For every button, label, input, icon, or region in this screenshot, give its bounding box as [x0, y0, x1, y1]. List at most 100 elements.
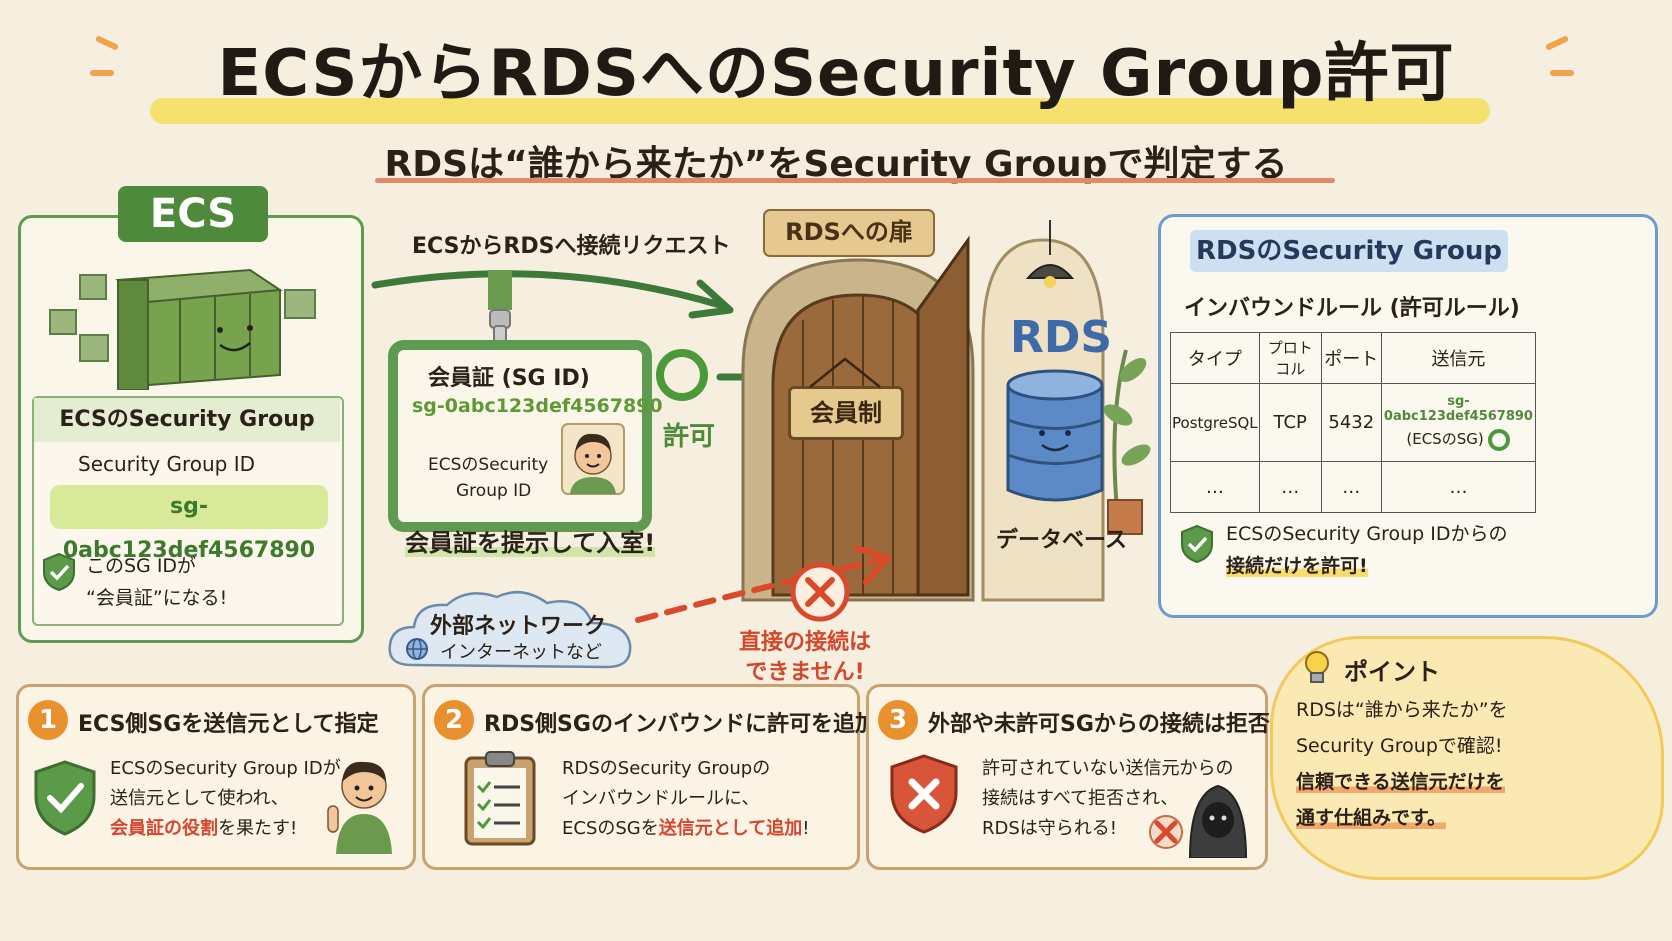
cell-ellipsis: … — [1170, 461, 1260, 513]
cloud-shape — [388, 590, 632, 669]
rds-sg-note-line2: 接続だけを許可! — [1226, 550, 1508, 582]
ecs-note-line1: このSG IDが — [86, 555, 197, 577]
sign-string — [809, 357, 881, 388]
hooded-intruder-icon — [1188, 784, 1248, 858]
container-icon — [49, 268, 316, 390]
ecs-sg-id: sg-0abc123def4567890 — [50, 485, 328, 563]
member-card-sub1: ECSのSecurity — [428, 455, 549, 475]
page-title: ECSからRDSへのSecurity Group許可 — [217, 37, 1455, 111]
member-card-sg-id: sg-0abc123def4567890 — [412, 395, 663, 417]
point-line3: 信頼できる送信元だけを — [1296, 764, 1508, 800]
db-caption: データベース — [996, 528, 1127, 553]
table-header-row: タイプ プロトコル ポート 送信元 — [1170, 332, 1537, 384]
denied-arrow — [635, 545, 891, 623]
shield-check-icon — [34, 760, 96, 836]
lightbulb-icon — [1305, 651, 1329, 683]
col-header-port: ポート — [1320, 332, 1382, 384]
col-header-type: タイプ — [1170, 332, 1260, 384]
step-3-number: 3 — [878, 700, 918, 740]
member-only-sign: 会員制 — [788, 386, 904, 440]
point-box — [1270, 636, 1664, 880]
cell-ellipsis: … — [1380, 461, 1537, 513]
point-line4-text: 通す仕組みです。 — [1296, 807, 1447, 829]
clipboard-checklist-icon — [464, 751, 536, 846]
request-arrow — [371, 270, 734, 319]
step-2-body: RDSのSecurity Groupの インバウンドルールに、 ECSのSGを送… — [562, 754, 809, 844]
point-line2: Security Groupで確認! — [1296, 735, 1503, 757]
ecs-badge: ECS — [118, 186, 268, 242]
step-1-line3: 会員証の役割を果たす! — [110, 814, 341, 844]
rds-sg-note: ECSのSecurity Group IDからの 接続だけを許可! — [1226, 518, 1508, 582]
door-sign: RDSへの扉 — [785, 218, 913, 246]
cell-ellipsis: … — [1320, 461, 1382, 513]
rds-label: RDS — [1010, 312, 1113, 363]
step-3-line1: 許可されていない送信元からの — [982, 758, 1234, 779]
table-row: … … … … — [1170, 461, 1537, 513]
member-card-sub2: Group ID — [456, 481, 532, 501]
point-line4: 通す仕組みです。 — [1296, 800, 1508, 836]
rds-sg-note-line2-text: 接続だけを許可! — [1226, 555, 1368, 577]
ok-circle-icon — [1488, 428, 1511, 451]
card-caption-text: 会員証を提示して入室! — [405, 529, 656, 557]
cell-protocol: TCP — [1258, 383, 1322, 462]
step-1-number: 1 — [28, 700, 68, 740]
rds-sg-title: RDSのSecurity Group — [1190, 230, 1508, 272]
step-2-title: RDS側SGのインバウンドに許可を追加 — [484, 712, 877, 737]
subtitle-underline — [375, 178, 1335, 183]
cell-source-note: (ECSのSG) — [1383, 428, 1534, 451]
card-caption: 会員証を提示して入室! — [405, 523, 656, 558]
step-3-line3: RDSは守られる! — [982, 818, 1118, 839]
cell-source-sg: sg-0abc123def4567890 — [1383, 394, 1533, 425]
shield-check-icon — [1181, 524, 1213, 564]
step-2-number: 2 — [434, 700, 474, 740]
title-highlight — [150, 98, 1490, 124]
ecs-note: このSG IDが “会員証”になる! — [86, 550, 227, 614]
shield-check-icon — [43, 552, 75, 592]
external-sub: インターネットなど — [440, 642, 602, 663]
col-header-protocol: プロトコル — [1258, 332, 1322, 384]
step-1-body: ECSのSecurity Group IDが 送信元として使われ、 会員証の役割… — [110, 754, 341, 844]
deny-line1: 直接の接続は — [738, 630, 871, 655]
spark-decoration — [1550, 70, 1574, 76]
spark-decoration — [90, 70, 114, 76]
lanyard-icon — [488, 270, 512, 349]
step-2-line3-post: ! — [802, 818, 810, 839]
point-title: ポイント — [1344, 658, 1440, 686]
rds-sg-subtitle: インバウンドルール (許可ルール) — [1184, 296, 1520, 321]
deny-cross-icon — [1149, 815, 1183, 849]
step-2-line3-highlight: 送信元として追加 — [658, 818, 803, 839]
step-1-line2: 送信元として使われ、 — [110, 788, 289, 809]
external-title: 外部ネットワーク — [430, 614, 607, 639]
request-label: ECSからRDSへ接続リクエスト — [412, 234, 731, 259]
database-icon — [1006, 369, 1104, 502]
step-3-line2: 接続はすべて拒否され、 — [982, 788, 1179, 809]
cell-port: 5432 — [1320, 383, 1382, 462]
step-1-title: ECS側SGを送信元として指定 — [78, 712, 379, 737]
deny-line2: できません! — [745, 660, 865, 685]
step-1-line3-highlight: 会員証の役割 — [110, 818, 218, 839]
step-2-line1: RDSのSecurity Groupの — [562, 758, 771, 779]
cell-type: PostgreSQL — [1170, 383, 1260, 462]
step-3-title: 外部や未許可SGからの接続は拒否 — [928, 712, 1270, 737]
point-line3-text: 信頼できる送信元だけを — [1296, 771, 1505, 793]
step-1-line3-rest: を果たす! — [218, 818, 298, 839]
shield-deny-icon — [890, 754, 958, 834]
point-body: RDSは“誰から来たか”を Security Groupで確認! 信頼できる送信… — [1296, 692, 1508, 836]
cell-source: sg-0abc123def4567890 (ECSのSG) — [1380, 383, 1537, 462]
inbound-rules-table: タイプ プロトコル ポート 送信元 PostgreSQL TCP 5432 sg… — [1170, 332, 1537, 513]
allow-label: 許可 — [663, 422, 716, 452]
step-3-body: 許可されていない送信元からの 接続はすべて拒否され、 RDSは守られる! — [982, 754, 1233, 844]
ecs-note-line2: “会員証”になる! — [86, 587, 228, 609]
pointing-person-icon — [327, 761, 392, 854]
member-card-sub: ECSのSecurity Group ID — [428, 452, 548, 504]
point-line1: RDSは“誰から来たか”を — [1296, 699, 1508, 721]
col-header-source: 送信元 — [1380, 332, 1537, 384]
table-row: PostgreSQL TCP 5432 sg-0abc123def4567890… — [1170, 383, 1537, 462]
step-2-line3-pre: ECSのSGを — [562, 818, 659, 839]
rds-sg-note-line1: ECSのSecurity Group IDからの — [1226, 523, 1508, 545]
step-2-line3: ECSのSGを送信元として追加! — [562, 814, 809, 844]
member-card — [388, 340, 652, 532]
member-card-title: 会員証 (SG ID) — [428, 366, 590, 391]
cell-source-note-text: (ECSのSG) — [1406, 430, 1484, 449]
globe-icon — [406, 638, 428, 660]
